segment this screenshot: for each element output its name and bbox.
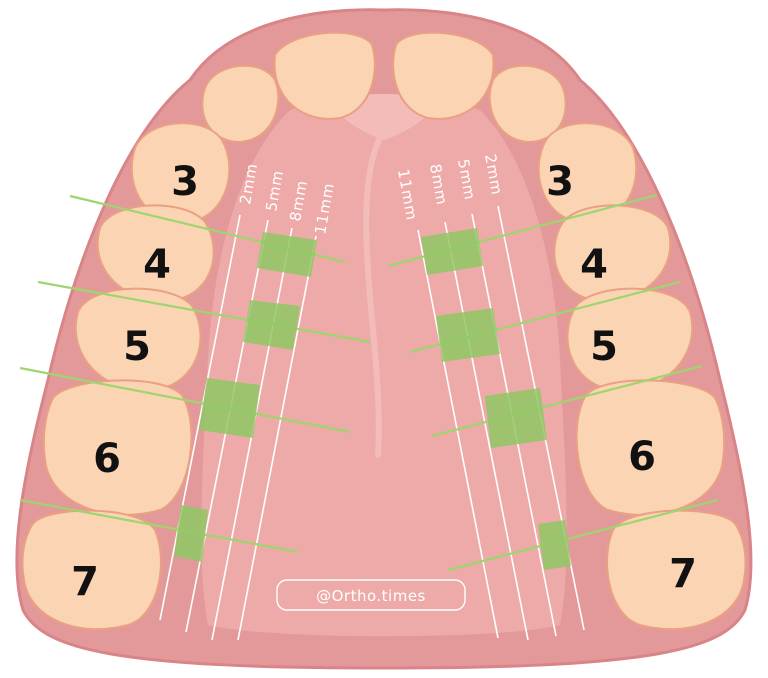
insertion-line-right-7 (447, 498, 719, 572)
insertion-line-left-5 (37, 280, 371, 344)
insertion-zone-left-7 (174, 505, 208, 562)
insertion-zone-right-5 (436, 308, 500, 362)
tooth-number-right-7: 7 (669, 551, 697, 597)
tooth-right-7 (606, 509, 747, 631)
insertion-line-left-7 (19, 498, 299, 554)
tooth-central-incisor-left (273, 31, 376, 120)
tooth-left-5 (74, 287, 202, 392)
tooth-number-left-5: 5 (123, 324, 151, 370)
tooth-left-6 (42, 379, 193, 516)
tooth-numbers: 3 4 5 6 7 3 4 5 6 7 (71, 159, 697, 605)
watermark-text: @Ortho.times (316, 587, 426, 605)
tooth-number-right-6: 6 (628, 434, 656, 480)
tooth-number-left-6: 6 (93, 436, 121, 482)
insertion-line-right-6 (431, 364, 703, 438)
tooth-left-4 (96, 204, 215, 302)
tooth-right-3 (537, 122, 638, 224)
insertion-zones (19, 193, 719, 572)
tooth-left-7 (21, 509, 162, 631)
tooth-lateral-incisor-right (488, 64, 567, 144)
tooth-number-left-3: 3 (171, 159, 199, 205)
insertion-line-left-6 (19, 366, 351, 434)
palatal-raphe (363, 127, 387, 458)
tooth-number-left-7: 7 (71, 559, 99, 605)
tooth-right-5 (566, 287, 694, 392)
guide-line-left-2mm (159, 214, 241, 621)
guide-line-left-11mm (237, 235, 317, 641)
watermark-pill (276, 579, 466, 611)
insertion-zone-left-4 (257, 232, 317, 277)
watermark: @Ortho.times (276, 579, 466, 611)
tooth-number-right-3: 3 (546, 159, 574, 205)
insertion-zone-right-7 (538, 520, 571, 570)
insertion-zone-left-6 (199, 378, 260, 438)
tooth-left-3 (130, 122, 231, 224)
teeth (21, 31, 747, 631)
guide-line-right-11mm (417, 229, 499, 639)
insertion-zone-left-5 (243, 300, 300, 350)
insertion-zone-right-6 (485, 388, 547, 448)
tooth-number-left-4: 4 (143, 242, 171, 288)
tooth-central-incisor-right (392, 31, 495, 120)
tooth-number-right-5: 5 (590, 324, 618, 370)
tooth-number-right-4: 4 (580, 242, 608, 288)
insertion-zone-right-4 (421, 228, 483, 275)
tooth-right-6 (575, 379, 726, 516)
tooth-lateral-incisor-left (201, 64, 280, 144)
guide-line-right-8mm (444, 221, 529, 641)
